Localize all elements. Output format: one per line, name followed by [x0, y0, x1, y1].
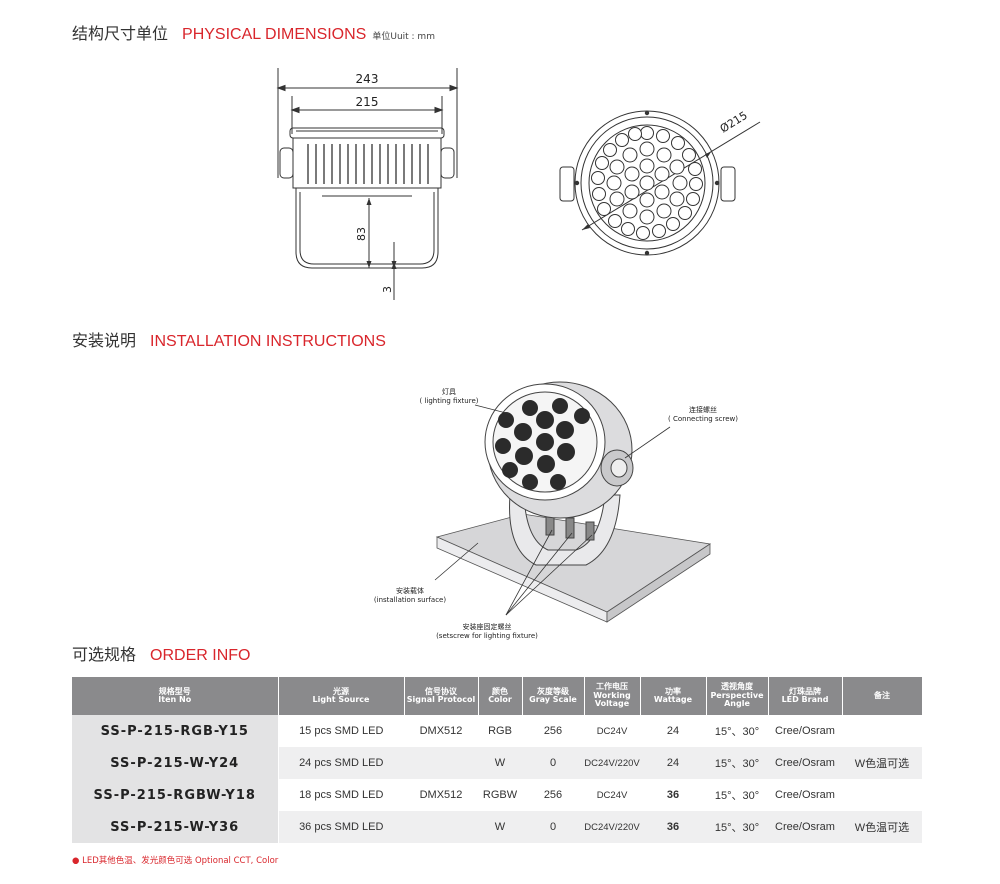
cell-wattage: 24 [666, 725, 680, 737]
title-en: INSTALLATION INSTRUCTIONS [150, 333, 386, 350]
cell-source: 18 pcs SMD LED [299, 789, 384, 801]
table-row: SS-P-215-W-Y36 36 pcs SMD LED W 0 DC24V/… [72, 811, 922, 843]
cell-note [842, 715, 922, 747]
setscrew-label-en: (setscrew for lighting fixture) [436, 632, 538, 640]
cell-protocol [404, 747, 478, 779]
fixture-label-cn: 灯具 [442, 387, 456, 396]
cell-angle: 15°、30° [714, 790, 760, 802]
side-view-drawing: 243 215 83 3 [276, 68, 459, 300]
cell-voltage: DC24V [596, 789, 628, 801]
cell-model: SS-P-215-RGBW-Y18 [72, 779, 279, 811]
cell-voltage: DC24V/220V [584, 811, 640, 843]
cell-gray: 0 [522, 747, 584, 779]
title-cn: 结构尺寸单位 [72, 24, 169, 43]
cell-gray: 256 [543, 725, 563, 737]
front-view-drawing: Ø215 [559, 109, 761, 256]
cell-gray: 256 [543, 789, 563, 801]
cell-model: SS-P-215-W-Y24 [72, 747, 279, 779]
fixture-label-en: ( lighting fixture) [419, 397, 478, 405]
cell-model: SS-P-215-W-Y36 [72, 811, 279, 843]
cell-protocol: DMX512 [419, 789, 463, 801]
cell-protocol [404, 811, 478, 843]
cell-wattage: 36 [640, 811, 706, 843]
cell-wattage: 24 [640, 747, 706, 779]
cell-color: W [478, 811, 522, 843]
surface-label-en: (installation surface) [374, 596, 446, 604]
installation-drawing: 灯具 ( lighting fixture) 连接螺丝 ( Connecting… [374, 381, 738, 640]
cell-brand: Cree/Osram [768, 747, 842, 779]
cell-brand: Cree/Osram [768, 811, 842, 843]
cell-source: 24 pcs SMD LED [278, 747, 404, 779]
title-cn: 可选规格 [72, 645, 137, 664]
cell-note: W色温可选 [842, 747, 922, 779]
cell-wattage: 36 [666, 789, 680, 801]
title-en: PHYSICAL DIMENSIONS [182, 26, 367, 43]
surface-label-cn: 安装载体 [396, 586, 424, 595]
setscrew-label-cn: 安装座固定螺丝 [463, 622, 512, 631]
section-title-installation: 安装说明 INSTALLATION INSTRUCTIONS [72, 327, 386, 351]
cell-note: W色温可选 [842, 811, 922, 843]
cell-voltage: DC24V/220V [584, 747, 640, 779]
cell-color: W [478, 747, 522, 779]
cell-source: 36 pcs SMD LED [278, 811, 404, 843]
cell-angle: 15°、30° [706, 747, 768, 779]
title-en: ORDER INFO [150, 647, 251, 664]
cell-color: RGBW [482, 789, 518, 801]
cell-voltage: DC24V [596, 725, 628, 737]
footnote: ● LED其他色温、发光颜色可选 Optional CCT, Color [72, 856, 279, 866]
cell-protocol: DMX512 [419, 725, 463, 737]
table-row: SS-P-215-W-Y24 24 pcs SMD LED W 0 DC24V/… [72, 747, 922, 779]
cell-angle: 15°、30° [714, 726, 760, 738]
dim-3-label: 3 [381, 286, 394, 293]
cell-brand: Cree/Osram [775, 725, 835, 737]
dim-83-label: 83 [355, 227, 368, 241]
section-title-order: 可选规格 ORDER INFO [72, 641, 250, 665]
screw-label-en: ( Connecting screw) [668, 415, 738, 423]
header-remark: 备注 [842, 677, 923, 715]
screw-label-cn: 连接螺丝 [689, 405, 717, 414]
cell-angle: 15°、30° [706, 811, 768, 843]
cell-gray: 0 [522, 811, 584, 843]
section-title-dimensions: 结构尺寸单位 PHYSICAL DIMENSIONS 单位Uuit : mm [72, 20, 435, 44]
unit-note: 单位Uuit : mm [372, 32, 435, 42]
cell-model: SS-P-215-RGB-Y15 [72, 715, 279, 747]
cell-brand: Cree/Osram [775, 789, 835, 801]
cell-source: 15 pcs SMD LED [299, 725, 384, 737]
title-cn: 安装说明 [72, 331, 137, 350]
dim-215-label: 215 [356, 95, 379, 109]
dim-243-label: 243 [356, 72, 379, 86]
table-row: SS-P-215-RGB-Y15 15 pcs SMD LED DMX512 R… [72, 715, 922, 747]
cell-color: RGB [488, 725, 512, 737]
table-row: SS-P-215-RGBW-Y18 18 pcs SMD LED DMX512 … [72, 779, 922, 811]
cell-note [842, 779, 922, 811]
